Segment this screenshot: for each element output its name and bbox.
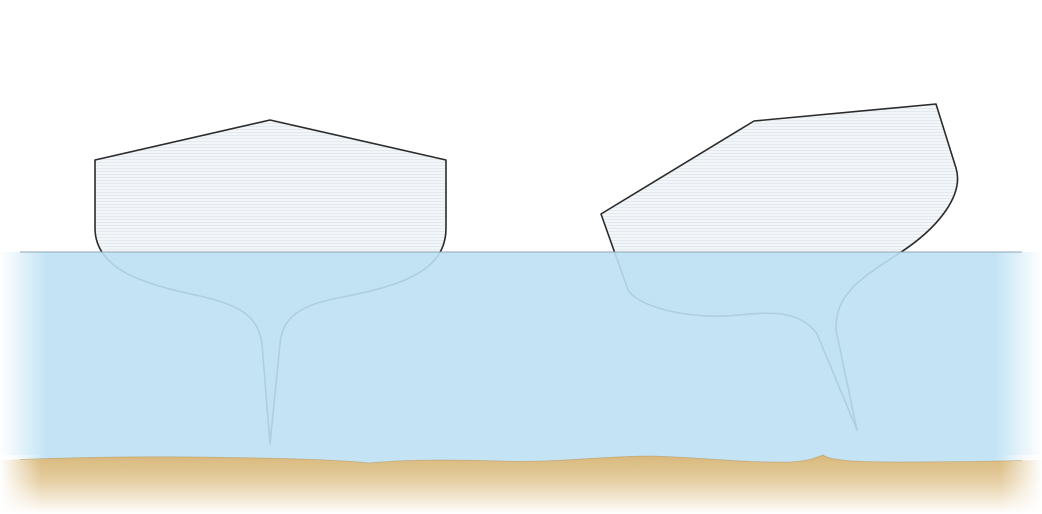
water <box>0 252 1042 470</box>
sea-floor-side-fade <box>0 455 1042 514</box>
